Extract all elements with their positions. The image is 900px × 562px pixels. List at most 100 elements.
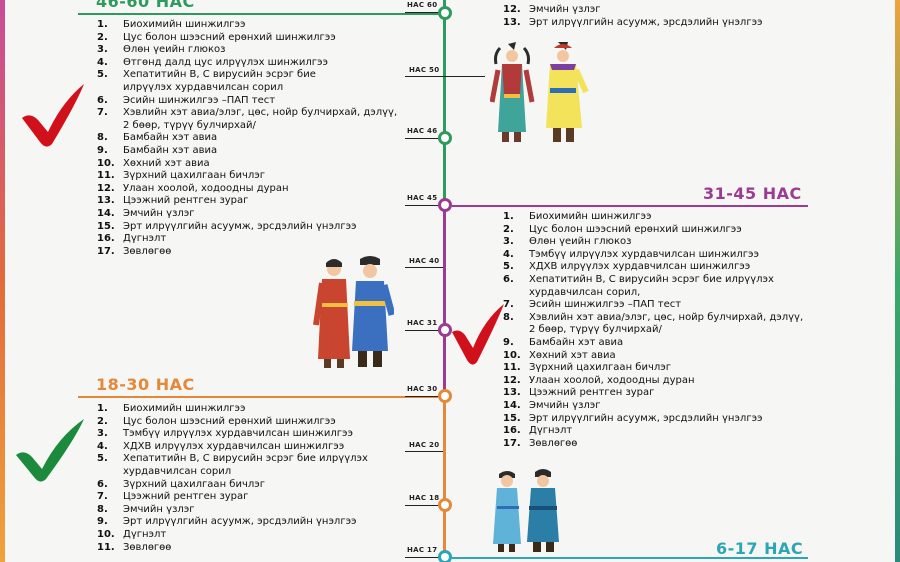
couple-figure-18-30 <box>493 469 559 552</box>
tick-label-18: НАС 18 <box>409 494 440 502</box>
list-item-number: 6. <box>97 478 108 490</box>
list-item-number: 5. <box>503 261 514 273</box>
list-item-text: Цээжний рентген зураг <box>123 491 249 503</box>
left-gradient-border <box>0 0 5 562</box>
list-item-number: 15. <box>97 220 115 232</box>
section-underline-46-60 <box>78 13 438 15</box>
list-item: 8.Хэвлийн хэт авиа/элэг, цөс, нойр булчи… <box>503 312 863 337</box>
list-item: 1. Биохимийн шинжилгээ <box>97 403 437 416</box>
tick-line-40 <box>405 267 443 268</box>
list-item: 1.Биохимийн шинжилгээ <box>97 19 437 32</box>
list-item: 2.Цус болон шээсний ерөнхий шинжилгээ <box>97 32 437 45</box>
list-item-number: 15. <box>503 412 521 424</box>
list-item: 6. Зүрхний цахилгаан бичлэг <box>97 479 437 492</box>
list-item: 8.Бамбайн хэт авиа <box>97 132 437 145</box>
list-item-text: Хөхний хэт авиа <box>529 349 616 361</box>
tick-label-40: НАС 40 <box>409 257 440 265</box>
list-item: 4. Тэмбүү илрүүлэх хурдавчилсан шинжилгээ <box>503 249 863 262</box>
list-item-text: Бамбайн хэт авиа <box>123 132 218 144</box>
section-title-46-60: 46-60 НАС <box>96 0 195 11</box>
list-item-text: Хепатитийн В, С вирусийн эсрэг бие илрүү… <box>123 453 368 477</box>
red-check-icon-2 <box>452 304 504 365</box>
section-underline-6-17 <box>452 557 808 559</box>
list-item-number: 11. <box>97 170 115 182</box>
list-item-text: Дүгнэлт <box>529 425 573 437</box>
list-item-number: 4. <box>97 56 108 68</box>
list-item-text: Зүрхний цахилгаан бичлэг <box>123 478 265 490</box>
tick-line-46 <box>405 138 443 139</box>
list-item-text: Эмчийн үзлэг <box>529 4 601 15</box>
list-item-text: Өлөн үеийн глюкоз <box>529 236 632 248</box>
list-item-number: 1. <box>503 211 514 222</box>
list-item: 9.Эрт илрүүлгийн асуумж, эрсдэлийн үнэлг… <box>97 516 437 529</box>
list-item-text: Тэмбүү илрүүлэх хурдавчилсан шинжилгээ <box>529 248 759 260</box>
list-item-text: Өтгөнд далд цус илрүүлэх шинжилгээ <box>123 56 328 68</box>
list-item-number: 12. <box>503 374 521 386</box>
list-item-text: Биохимийн шинжилгээ <box>123 403 246 414</box>
list-item-number: 10. <box>97 157 115 169</box>
list-item-text: Эмчийн үзлэг <box>123 207 195 219</box>
list-item-number: 10. <box>503 349 521 361</box>
list-item-text: Дүгнэлт <box>123 528 167 540</box>
list-item-text: Биохимийн шинжилгээ <box>123 19 246 30</box>
timeline-node-60 <box>438 6 452 20</box>
list-item-number: 17. <box>503 437 521 449</box>
list-item: 12.Улаан хоолой, ходоодны дуран <box>97 183 437 196</box>
list-item-number: 13. <box>97 195 115 207</box>
list-item-number: 13. <box>503 16 521 28</box>
list-item: 3.Тэмбүү илрүүлэх хурдавчилсан шинжилгээ <box>97 428 437 441</box>
section-title-18-30: 18-30 НАС <box>96 375 195 394</box>
list-item-text: Биохимийн шинжилгээ <box>529 211 652 222</box>
list-item-text: Эрт илрүүлгийн асуумж, эрсдэлийн үнэлгээ <box>123 220 357 232</box>
list-item-text: Зөвлөгөө <box>123 541 172 553</box>
tick-label-30: НАС 30 <box>407 385 438 393</box>
list-item: 9.Бамбайн хэт авиа <box>503 337 863 350</box>
section-title-31-45: 31-45 НАС <box>703 184 802 203</box>
list-item: 3. Өлөн үеийн глюкоз <box>503 236 863 249</box>
timeline-node-45 <box>438 198 452 212</box>
list-item-text: Бамбайн хэт авиа <box>529 336 624 348</box>
list-item-text: Эрт илрүүлгийн асуумж, эрсдэлийн үнэлгээ <box>529 412 763 424</box>
list-item-number: 3. <box>503 236 514 248</box>
list-item-number: 4. <box>503 248 514 260</box>
list-item: 11.Зүрхний цахилгаан бичлэг <box>97 170 437 183</box>
list-item: 11.Зүрхний цахилгаан бичлэг <box>503 362 863 375</box>
list-item: 5. ХДХВ илрүүлэх хурдавчилсан шинжилгээ <box>503 261 863 274</box>
list-item: 17.Зөвлөгөө <box>97 246 437 259</box>
tick-line-18 <box>405 505 443 506</box>
green-check-icon <box>16 419 84 482</box>
list-item-number: 13. <box>503 387 521 399</box>
tick-line-17 <box>405 557 443 558</box>
list-item-text: Эмчийн үзлэг <box>529 399 601 411</box>
list-item: 16.Дүгнэлт <box>97 233 437 246</box>
section-title-6-17: 6-17 НАС <box>716 539 804 558</box>
list-item: 16.Дүгнэлт <box>503 425 863 438</box>
list-item-text: Тэмбүү илрүүлэх хурдавчилсан шинжилгээ <box>123 428 353 440</box>
list-item-text: ХДХВ илрүүлэх хурдавчилсан шинжилгээ <box>529 261 751 273</box>
list-item: 2.Цус болон шээсний ерөнхий шинжилгээ <box>97 416 437 429</box>
list-item: 14.Эмчийн үзлэг <box>503 400 863 413</box>
list-item-number: 3. <box>97 44 108 56</box>
list-item: 4.ХДХВ илрүүлэх хурдавчилсан шинжилгээ <box>97 441 437 454</box>
list-item: 5. Хепатитийн В, С вирусийн эсрэг бие илр… <box>97 453 437 478</box>
list-item-number: 5. <box>97 453 108 465</box>
list-item-text: Хепатитийн В, С вирусийн эсрэг бие илрүү… <box>123 69 316 93</box>
timeline-node-30 <box>438 389 452 403</box>
list-item: 15. Эрт илрүүлгийн асуумж, эрсдэлийн үнэл… <box>503 413 863 426</box>
tick-line-31 <box>405 330 443 331</box>
list-item: 10. Хөхний хэт авиа <box>503 350 863 363</box>
list-item-number: 1. <box>97 403 108 414</box>
list-item-text: Эрт илрүүлгийн асуумж, эрсдэлийн үнэлгээ <box>529 16 763 28</box>
list-item-number: 8. <box>97 503 108 515</box>
red-check-icon <box>22 84 84 147</box>
right-gradient-border <box>895 0 900 562</box>
list-item-text: Өлөн үеийн глюкоз <box>123 44 226 56</box>
timeline-node-18 <box>438 498 452 512</box>
tick-label-60: НАС 60 <box>407 1 438 9</box>
list-item: 12.Улаан хоолой, ходоодны дуран <box>503 375 863 388</box>
list-item: 3. Өлөн үеийн глюкоз <box>97 44 437 57</box>
list-item-number: 7. <box>97 107 108 119</box>
list-item: 10.Дүгнэлт <box>97 529 437 542</box>
list-item-text: Хэвлийн хэт авиа/элэг, цөс, нойр булчирх… <box>529 311 804 336</box>
timeline-axis-green <box>443 0 446 200</box>
